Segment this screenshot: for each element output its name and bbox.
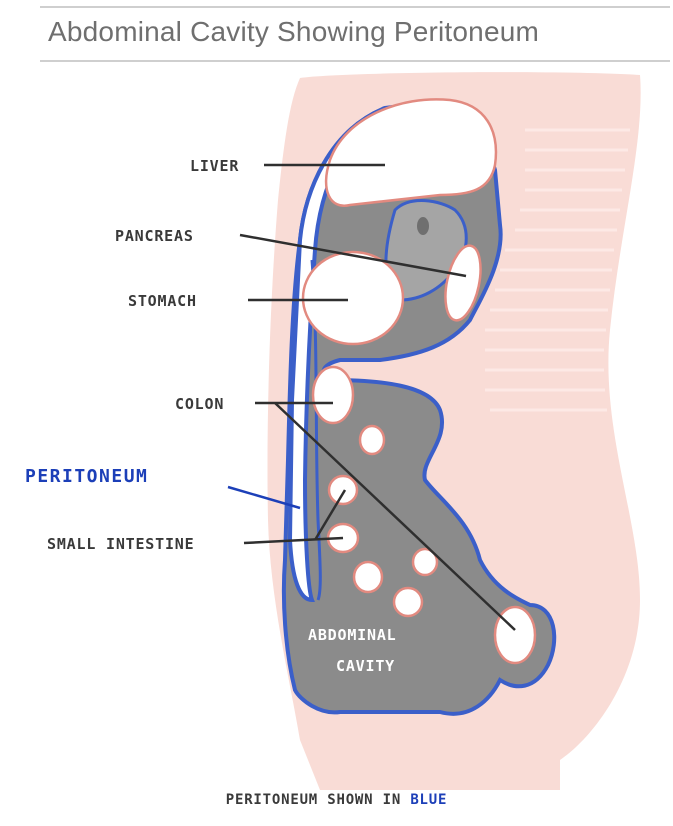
caption: PERITONEUM SHOWN IN BLUE — [0, 792, 673, 808]
label-colon: COLON — [175, 395, 224, 413]
label-liver: LIVER — [190, 157, 239, 175]
label-cavity: CAVITY — [336, 657, 395, 675]
caption-highlight: BLUE — [410, 792, 447, 808]
colon — [313, 367, 353, 423]
label-small-intestine: SMALL INTESTINE — [47, 535, 194, 553]
label-peritoneum: PERITONEUM — [25, 466, 148, 487]
caption-prefix: PERITONEUM SHOWN IN — [226, 792, 401, 808]
label-pancreas: PANCREAS — [115, 227, 194, 245]
stomach — [303, 252, 403, 344]
vessel-spot — [417, 217, 429, 235]
label-abdominal: ABDOMINAL — [308, 626, 396, 644]
label-stomach: STOMACH — [128, 292, 197, 310]
